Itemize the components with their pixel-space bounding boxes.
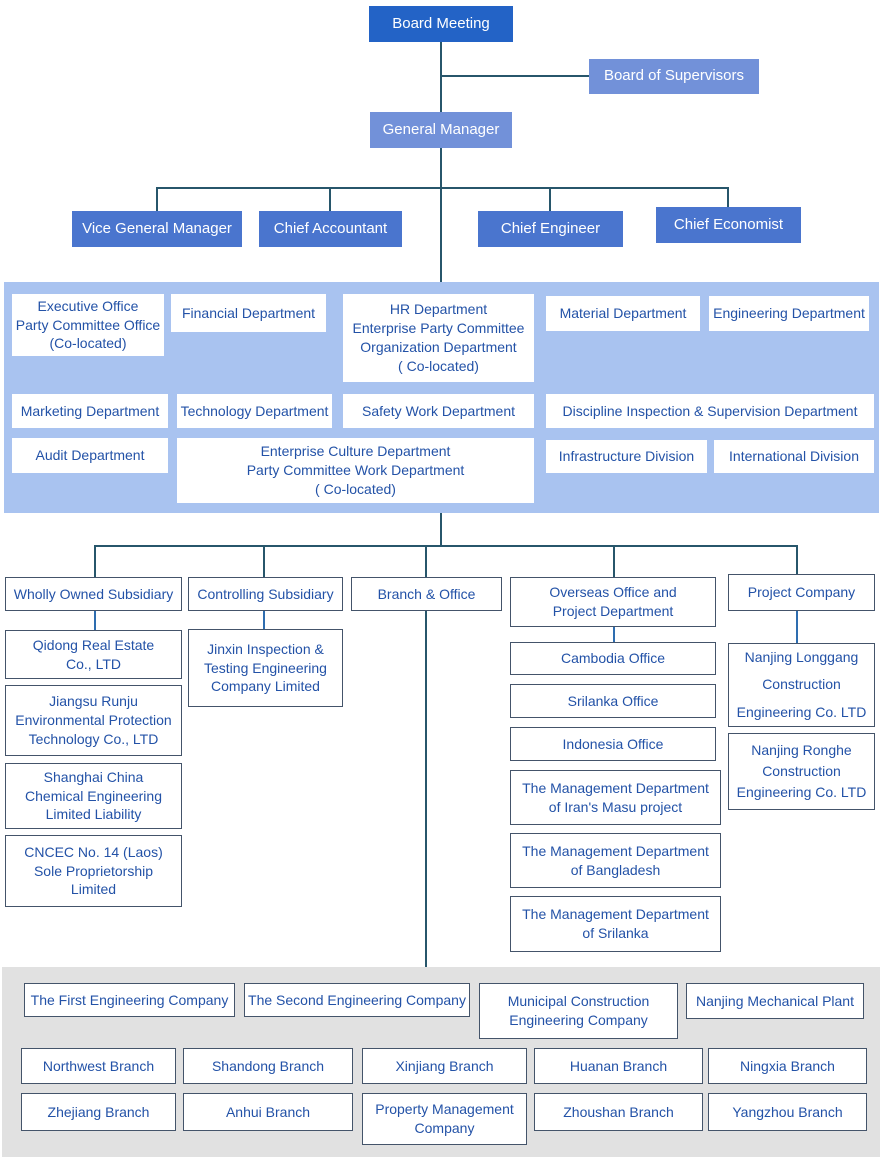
material-department-box: Material Department bbox=[546, 296, 700, 331]
connector bbox=[440, 148, 442, 283]
srilanka-office-box: Srilanka Office bbox=[510, 684, 716, 718]
engineering-department-box: Engineering Department bbox=[709, 296, 869, 331]
enterprise-culture-department-box: Enterprise Culture Department Party Comm… bbox=[177, 438, 534, 503]
chief-economist-box: Chief Economist bbox=[656, 207, 801, 243]
xinjiang-branch-box: Xinjiang Branch bbox=[362, 1048, 527, 1084]
huanan-branch-box: Huanan Branch bbox=[534, 1048, 703, 1084]
general-manager-box: General Manager bbox=[370, 112, 512, 148]
indonesia-office-box: Indonesia Office bbox=[510, 727, 716, 761]
connector bbox=[440, 42, 442, 112]
hr-department-box: HR Department Enterprise Party Committee… bbox=[343, 294, 534, 382]
project-company-box: Project Company bbox=[728, 574, 875, 611]
connector bbox=[263, 545, 265, 577]
connector bbox=[440, 513, 442, 545]
board-meeting-box: Board Meeting bbox=[369, 6, 513, 42]
srilanka-dept-box: The Management Department of Srilanka bbox=[510, 896, 721, 952]
connector bbox=[156, 187, 729, 189]
vice-general-manager-box: Vice General Manager bbox=[72, 211, 242, 247]
jinxin-box: Jinxin Inspection & Testing Engineering … bbox=[188, 629, 343, 707]
financial-department-box: Financial Department bbox=[171, 294, 326, 332]
infrastructure-division-box: Infrastructure Division bbox=[546, 440, 707, 473]
connector bbox=[94, 545, 96, 577]
executive-office-box: Executive Office Party Committee Office … bbox=[12, 294, 164, 356]
marketing-department-box: Marketing Department bbox=[12, 394, 168, 428]
anhui-branch-box: Anhui Branch bbox=[183, 1093, 353, 1131]
connector bbox=[263, 611, 265, 629]
chief-accountant-box: Chief Accountant bbox=[259, 211, 402, 247]
overseas-office-dept-box: Overseas Office and Project Department bbox=[510, 577, 716, 627]
connector bbox=[727, 187, 729, 207]
board-of-supervisors-box: Board of Supervisors bbox=[589, 59, 759, 94]
zhejiang-branch-box: Zhejiang Branch bbox=[21, 1093, 176, 1131]
zhoushan-branch-box: Zhoushan Branch bbox=[534, 1093, 703, 1131]
international-division-box: International Division bbox=[714, 440, 874, 473]
cambodia-office-box: Cambodia Office bbox=[510, 642, 716, 675]
safety-work-department-box: Safety Work Department bbox=[343, 394, 534, 428]
first-engineering-box: The First Engineering Company bbox=[24, 983, 235, 1017]
wholly-owned-subsidiary-box: Wholly Owned Subsidiary bbox=[5, 577, 182, 611]
nanjing-longgang-box: Nanjing Longgang Construction Engineerin… bbox=[728, 643, 875, 727]
branch-and-office-box: Branch & Office bbox=[351, 577, 502, 611]
connector bbox=[94, 545, 798, 547]
connector bbox=[796, 611, 798, 643]
audit-department-box: Audit Department bbox=[12, 438, 168, 473]
connector bbox=[425, 611, 427, 967]
connector bbox=[441, 75, 589, 77]
shandong-branch-box: Shandong Branch bbox=[183, 1048, 353, 1084]
second-engineering-box: The Second Engineering Company bbox=[244, 983, 470, 1017]
technology-department-box: Technology Department bbox=[177, 394, 332, 428]
connector bbox=[94, 611, 96, 630]
ningxia-branch-box: Ningxia Branch bbox=[708, 1048, 867, 1084]
municipal-construction-box: Municipal Construction Engineering Compa… bbox=[479, 983, 678, 1039]
cncec-laos-box: CNCEC No. 14 (Laos) Sole Proprietorship … bbox=[5, 835, 182, 907]
shanghai-china-box: Shanghai China Chemical Engineering Limi… bbox=[5, 763, 182, 829]
chief-engineer-box: Chief Engineer bbox=[478, 211, 623, 247]
jiangsu-runju-box: Jiangsu Runju Environmental Protection T… bbox=[5, 685, 182, 756]
property-management-box: Property Management Company bbox=[362, 1093, 527, 1145]
discipline-department-box: Discipline Inspection & Supervision Depa… bbox=[546, 394, 874, 428]
connector bbox=[613, 627, 615, 642]
iran-masu-dept-box: The Management Department of Iran's Masu… bbox=[510, 770, 721, 825]
connector bbox=[425, 545, 427, 577]
qidong-box: Qidong Real Estate Co., LTD bbox=[5, 630, 182, 679]
nanjing-mechanical-box: Nanjing Mechanical Plant bbox=[686, 983, 864, 1019]
northwest-branch-box: Northwest Branch bbox=[21, 1048, 176, 1084]
yangzhou-branch-box: Yangzhou Branch bbox=[708, 1093, 867, 1131]
connector bbox=[613, 545, 615, 577]
bangladesh-dept-box: The Management Department of Bangladesh bbox=[510, 833, 721, 888]
connector bbox=[329, 187, 331, 211]
controlling-subsidiary-box: Controlling Subsidiary bbox=[188, 577, 343, 611]
connector bbox=[549, 187, 551, 211]
nanjing-ronghe-box: Nanjing Ronghe Construction Engineering … bbox=[728, 733, 875, 810]
connector bbox=[796, 545, 798, 574]
connector bbox=[156, 187, 158, 211]
